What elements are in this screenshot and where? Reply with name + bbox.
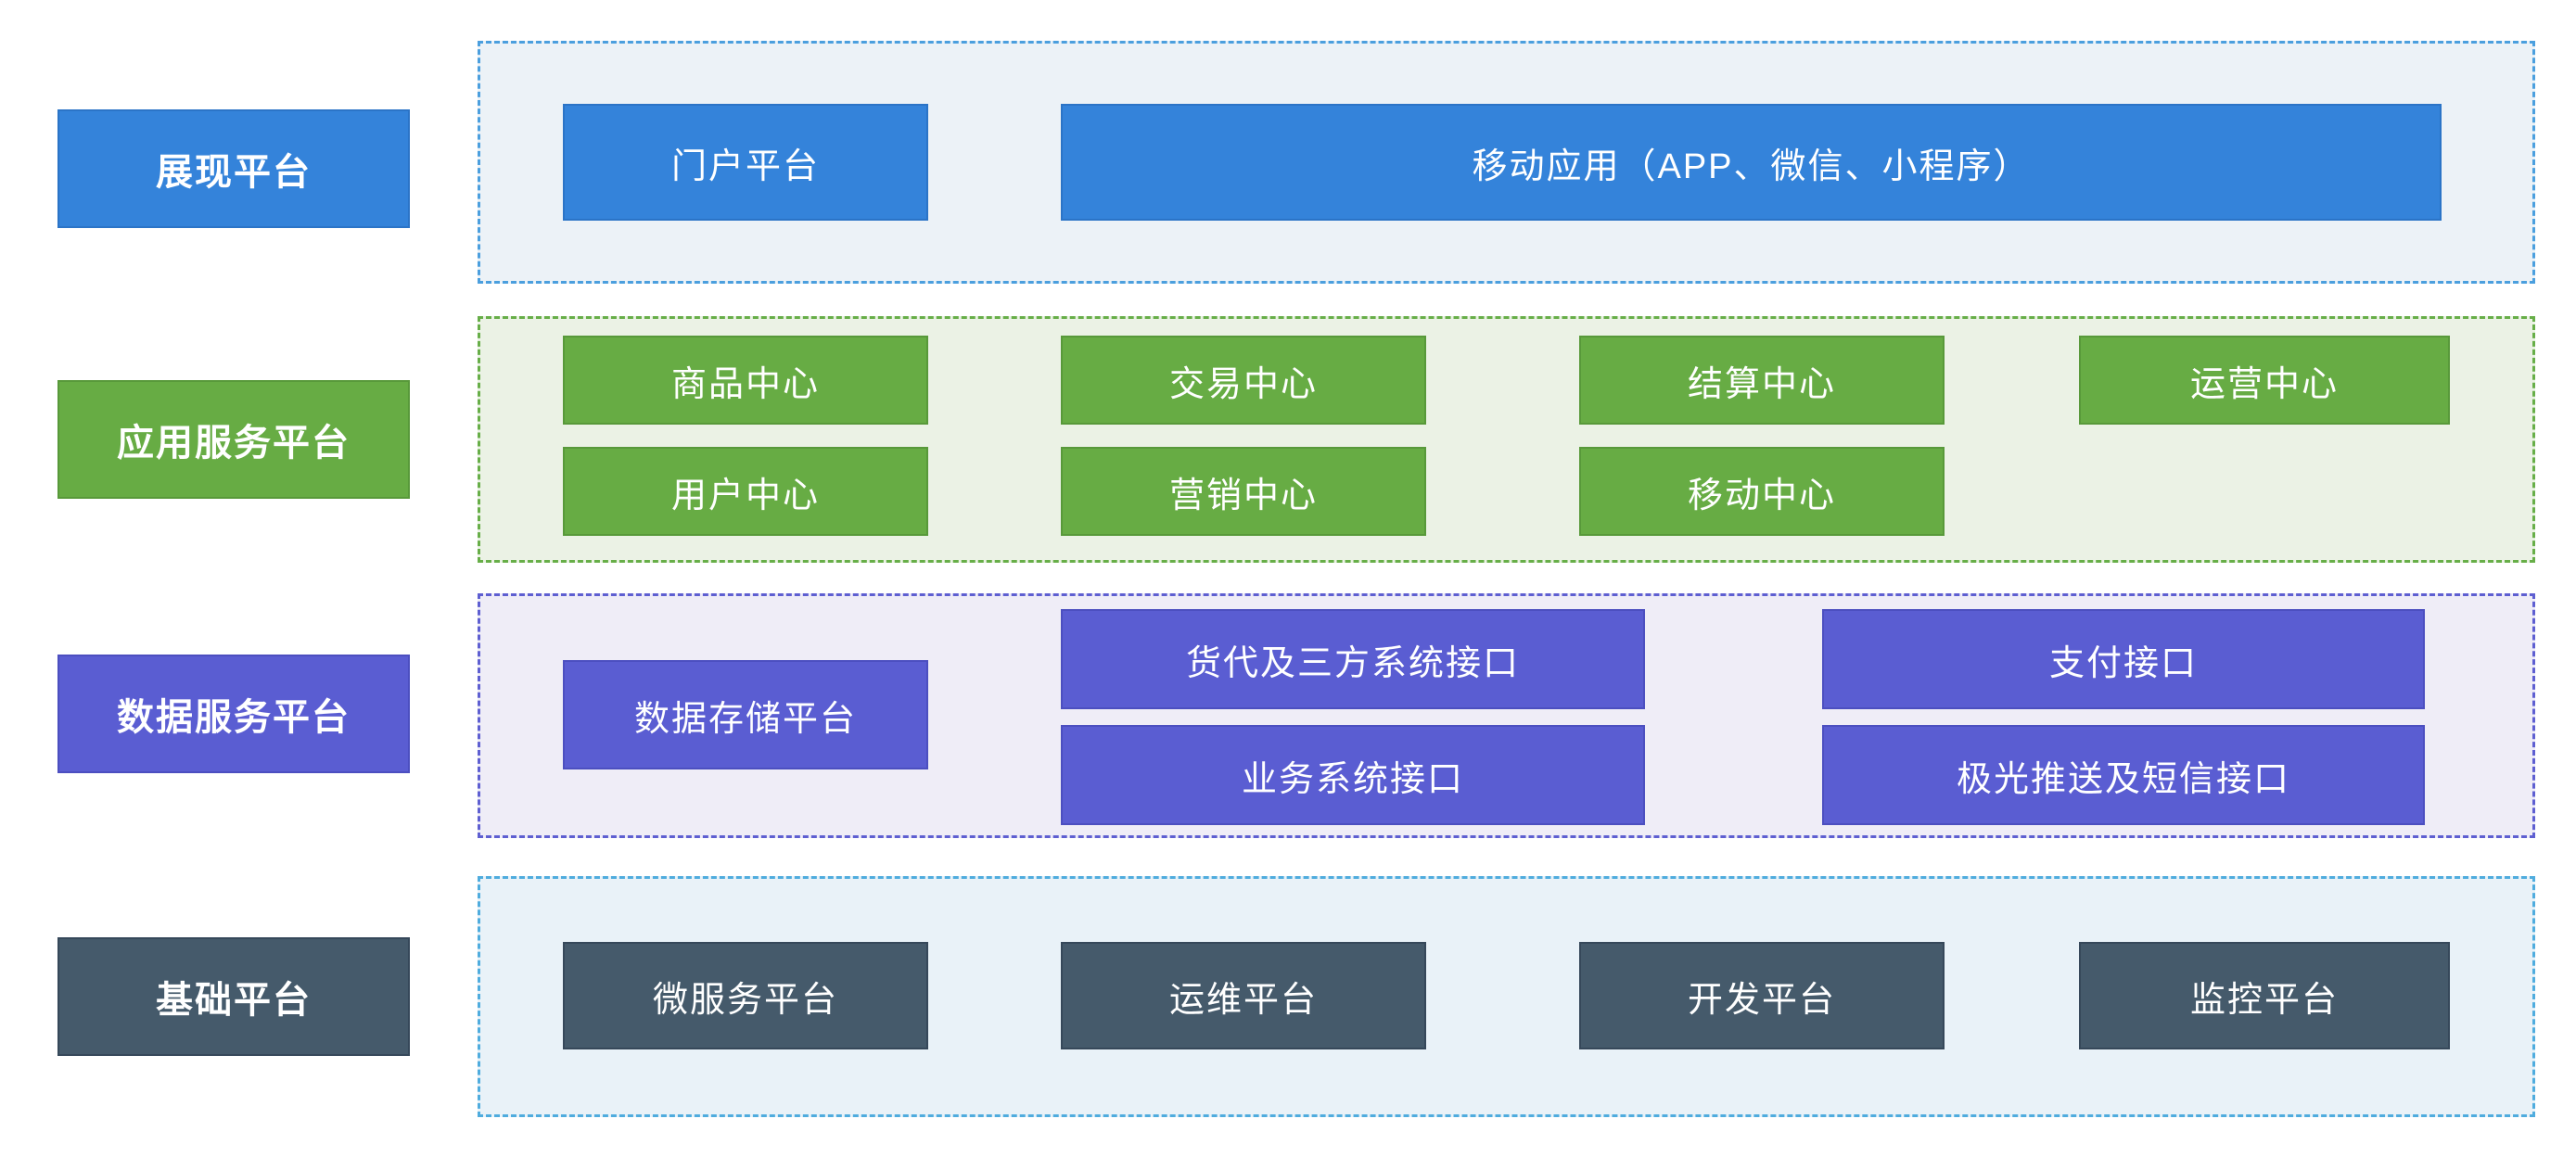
box-product-center: 商品中心	[563, 336, 928, 425]
box-operation-center: 运营中心	[2079, 336, 2450, 425]
box-marketing-center: 营销中心	[1061, 447, 1426, 536]
box-settlement-center: 结算中心	[1579, 336, 1945, 425]
row-label-presentation-platform: 展现平台	[57, 109, 410, 228]
row-label-base-platform: 基础平台	[57, 937, 410, 1056]
box-monitor-platform: 监控平台	[2079, 942, 2450, 1049]
box-trade-center: 交易中心	[1061, 336, 1426, 425]
box-mobile-apps: 移动应用（APP、微信、小程序）	[1061, 104, 2442, 221]
box-data-storage-platform: 数据存储平台	[563, 660, 928, 769]
box-user-center: 用户中心	[563, 447, 928, 536]
box-payment-interface: 支付接口	[1822, 609, 2425, 709]
box-business-system-interface: 业务系统接口	[1061, 725, 1645, 825]
box-portal-platform: 门户平台	[563, 104, 928, 221]
box-mobile-center: 移动中心	[1579, 447, 1945, 536]
box-jpush-sms-interface: 极光推送及短信接口	[1822, 725, 2425, 825]
box-forwarder-third-party-interface: 货代及三方系统接口	[1061, 609, 1645, 709]
box-dev-platform: 开发平台	[1579, 942, 1945, 1049]
box-microservice-platform: 微服务平台	[563, 942, 928, 1049]
box-ops-platform: 运维平台	[1061, 942, 1426, 1049]
row-label-data-service-platform: 数据服务平台	[57, 655, 410, 773]
row-label-app-service-platform: 应用服务平台	[57, 380, 410, 499]
